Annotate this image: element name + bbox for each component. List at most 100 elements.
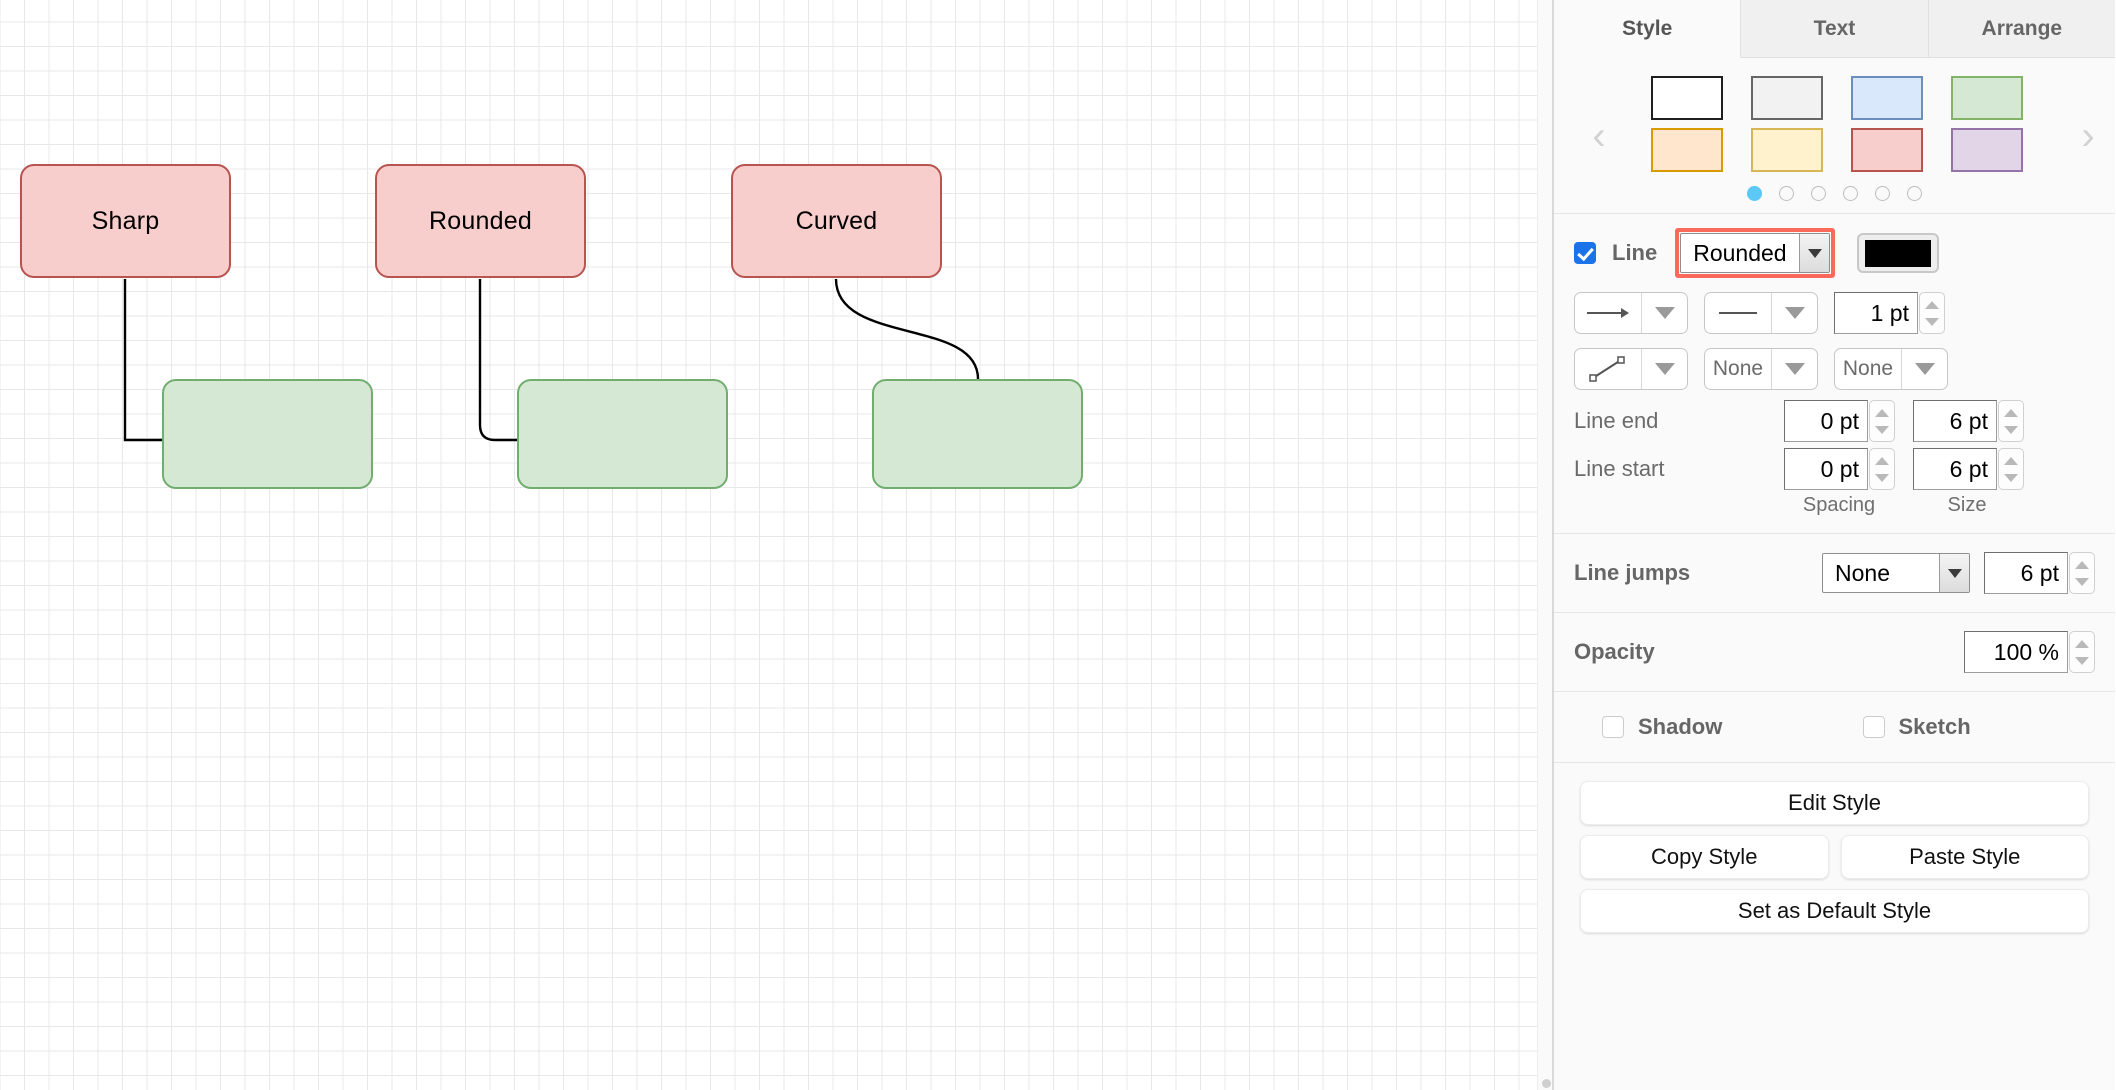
- paste-style-button[interactable]: Paste Style: [1840, 835, 2089, 879]
- line-section: Line Rounded: [1554, 214, 2115, 534]
- format-panel: Style Text Arrange ‹ ›: [1553, 0, 2115, 1090]
- shadow-label: Shadow: [1638, 714, 1723, 739]
- node-rounded-target[interactable]: [517, 379, 728, 489]
- swatch-yellow[interactable]: [1750, 128, 1823, 172]
- line-start-size-field[interactable]: 6 pt: [1913, 448, 2024, 490]
- line-start-spacing-value[interactable]: 0 pt: [1784, 448, 1868, 490]
- canvas-vertical-scrollbar[interactable]: [1537, 0, 1553, 1090]
- line-header-row: Line Rounded: [1554, 228, 2115, 278]
- page-dot-1[interactable]: [1747, 186, 1762, 201]
- line-end-spacing-field[interactable]: 0 pt: [1784, 400, 1895, 442]
- panel-tabs: Style Text Arrange: [1554, 0, 2115, 58]
- swatch-purple[interactable]: [1950, 128, 2023, 172]
- line-start-spacing-field[interactable]: 0 pt: [1784, 448, 1895, 490]
- line-end-arrow-control[interactable]: None: [1834, 348, 1948, 390]
- swatch-green[interactable]: [1950, 76, 2023, 120]
- line-checkbox[interactable]: [1574, 242, 1596, 264]
- shadow-toggle[interactable]: Shadow: [1574, 714, 1835, 740]
- node-rounded-source[interactable]: Rounded: [375, 164, 586, 278]
- arrow-style-control[interactable]: [1574, 292, 1688, 334]
- line-end-size-stepper[interactable]: [1998, 400, 2024, 442]
- line-width-value[interactable]: 1 pt: [1834, 292, 1918, 334]
- waypoint-style-control[interactable]: [1574, 348, 1688, 390]
- tab-text[interactable]: Text: [1741, 0, 1929, 58]
- line-end-spacing-value[interactable]: 0 pt: [1784, 400, 1868, 442]
- diagram-canvas[interactable]: Sharp Rounded Curved: [0, 0, 1537, 1090]
- spacing-caption: Spacing: [1802, 494, 1876, 516]
- solid-line-icon: [1705, 293, 1771, 333]
- line-jumps-size-value[interactable]: 6 pt: [1984, 552, 2068, 594]
- line-width-stepper[interactable]: [1919, 292, 1945, 334]
- line-start-arrow-control[interactable]: None: [1704, 348, 1818, 390]
- chevron-down-icon[interactable]: [1799, 234, 1830, 272]
- opacity-stepper[interactable]: [2069, 631, 2095, 673]
- chevron-down-icon[interactable]: [1939, 554, 1969, 592]
- line-end-row: Line end 0 pt 6 pt: [1554, 400, 2115, 442]
- tab-arrange-label: Arrange: [1981, 16, 2063, 40]
- line-width-field[interactable]: 1 pt: [1834, 292, 1945, 334]
- line-jumps-size-field[interactable]: 6 pt: [1984, 552, 2095, 594]
- waypoint-style-dropdown[interactable]: [1641, 349, 1687, 389]
- node-label: Rounded: [429, 206, 532, 235]
- shadow-checkbox[interactable]: [1602, 716, 1624, 738]
- line-jumps-label: Line jumps: [1574, 560, 1691, 585]
- sketch-checkbox[interactable]: [1862, 716, 1885, 738]
- line-start-arrow-dropdown[interactable]: [1771, 349, 1817, 389]
- page-dot-3[interactable]: [1811, 186, 1826, 201]
- chevron-right-icon[interactable]: ›: [2081, 113, 2095, 158]
- edit-style-button[interactable]: Edit Style: [1580, 781, 2089, 825]
- opacity-label: Opacity: [1574, 639, 1655, 664]
- node-curved-target[interactable]: [872, 379, 1083, 489]
- swatch-blue[interactable]: [1850, 76, 1923, 120]
- node-sharp-target[interactable]: [162, 379, 373, 489]
- line-color-button[interactable]: [1857, 233, 1940, 273]
- page-dot-6[interactable]: [1907, 186, 1922, 201]
- line-start-spacing-stepper[interactable]: [1869, 448, 1895, 490]
- node-label: Sharp: [91, 206, 160, 235]
- tab-style[interactable]: Style: [1554, 0, 1742, 58]
- sketch-label: Sketch: [1898, 714, 1971, 739]
- swatch-orange[interactable]: [1650, 128, 1723, 172]
- opacity-section: Opacity 100 %: [1554, 613, 2115, 692]
- sketch-toggle[interactable]: Sketch: [1835, 714, 2096, 740]
- line-end-arrow-value: None: [1842, 357, 1894, 380]
- line-end-arrow-dropdown[interactable]: [1901, 349, 1947, 389]
- style-actions-section: Edit Style Copy Style Paste Style Set as…: [1554, 763, 2115, 953]
- opacity-field[interactable]: 100 %: [1964, 631, 2095, 673]
- line-controls-row-2: None None: [1554, 348, 2115, 390]
- copy-style-button[interactable]: Copy Style: [1580, 835, 1829, 879]
- page-dot-2[interactable]: [1779, 186, 1794, 201]
- page-dot-4[interactable]: [1843, 186, 1858, 201]
- line-end-size-value[interactable]: 6 pt: [1913, 400, 1997, 442]
- swatch-white[interactable]: [1650, 76, 1723, 120]
- line-style-dropdown[interactable]: [1771, 293, 1817, 333]
- effects-section: Shadow Sketch: [1554, 692, 2115, 763]
- line-end-spacing-stepper[interactable]: [1869, 400, 1895, 442]
- tab-style-label: Style: [1622, 16, 1673, 40]
- chevron-left-icon[interactable]: ‹: [1592, 113, 1606, 158]
- swatch-red[interactable]: [1850, 128, 1923, 172]
- page-dot-5[interactable]: [1875, 186, 1890, 201]
- style-swatch-section: ‹ ›: [1554, 58, 2115, 214]
- line-start-size-value[interactable]: 6 pt: [1913, 448, 1997, 490]
- line-style-control[interactable]: [1704, 292, 1818, 334]
- line-start-size-stepper[interactable]: [1998, 448, 2024, 490]
- opacity-value[interactable]: 100 %: [1964, 631, 2068, 673]
- node-sharp-source[interactable]: Sharp: [20, 164, 231, 278]
- line-shape-highlight: Rounded: [1675, 228, 1836, 278]
- swatch-gray[interactable]: [1750, 76, 1823, 120]
- arrow-style-dropdown[interactable]: [1641, 293, 1687, 333]
- line-end-size-field[interactable]: 6 pt: [1913, 400, 2024, 442]
- scrollbar-thumb[interactable]: [1542, 1079, 1551, 1088]
- line-shape-value: Rounded: [1693, 239, 1787, 266]
- line-captions-row: Spacing Size: [1554, 494, 2115, 517]
- line-controls-row-1: 1 pt: [1554, 292, 2115, 334]
- set-default-style-button[interactable]: Set as Default Style: [1580, 889, 2089, 933]
- tab-arrange[interactable]: Arrange: [1928, 0, 2115, 58]
- node-curved-source[interactable]: Curved: [731, 164, 942, 278]
- line-shape-select[interactable]: Rounded: [1680, 233, 1831, 273]
- line-jumps-select[interactable]: None: [1822, 553, 1970, 593]
- swatch-grid: [1558, 76, 2115, 172]
- line-start-label: Line start: [1574, 456, 1665, 481]
- line-jumps-size-stepper[interactable]: [2069, 552, 2095, 594]
